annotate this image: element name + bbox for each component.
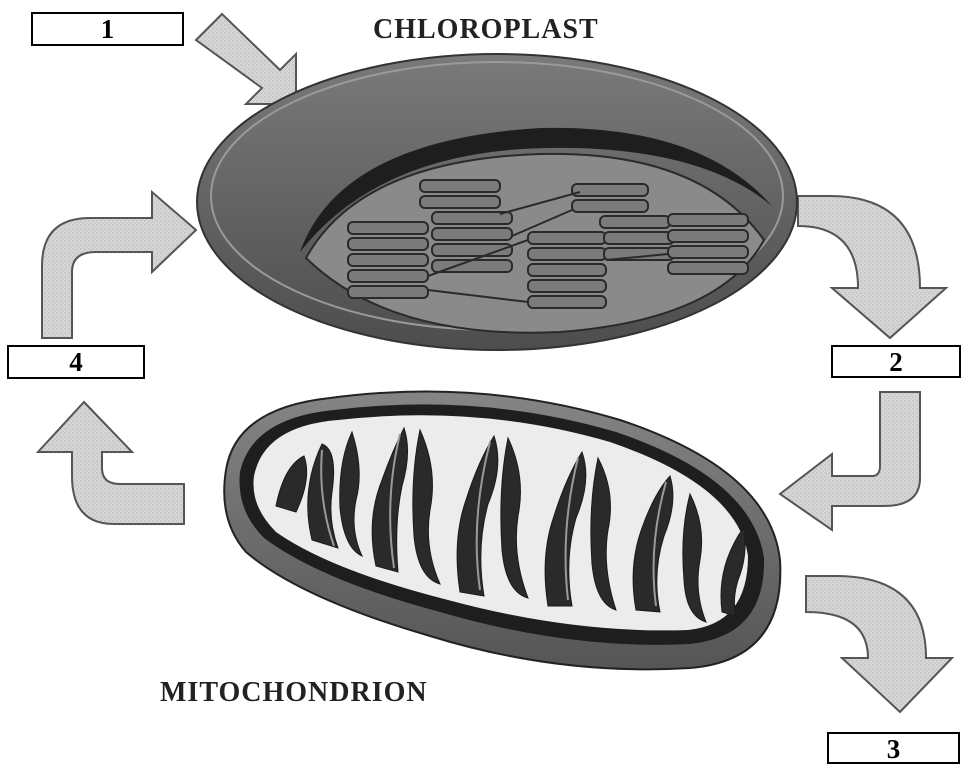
mitochondrion-illustration — [224, 392, 780, 670]
answer-box-1[interactable]: 1 — [31, 12, 184, 46]
answer-box-3[interactable]: 3 — [827, 732, 960, 764]
chloroplast-illustration — [197, 54, 797, 350]
chloroplast-title: CHLOROPLAST — [373, 14, 599, 46]
arrow-1-to-chloroplast — [196, 14, 296, 104]
answer-box-4[interactable]: 4 — [7, 345, 145, 379]
mitochondrion-title: MITOCHONDRION — [160, 677, 428, 709]
arrow-chloroplast-to-2 — [798, 196, 946, 338]
arrow-2-to-mitochondrion — [780, 392, 920, 530]
answer-box-2[interactable]: 2 — [831, 345, 961, 378]
arrow-mitochondrion-to-4 — [38, 402, 184, 524]
arrow-4-to-chloroplast — [42, 192, 196, 338]
arrow-mitochondrion-to-3 — [806, 576, 952, 712]
